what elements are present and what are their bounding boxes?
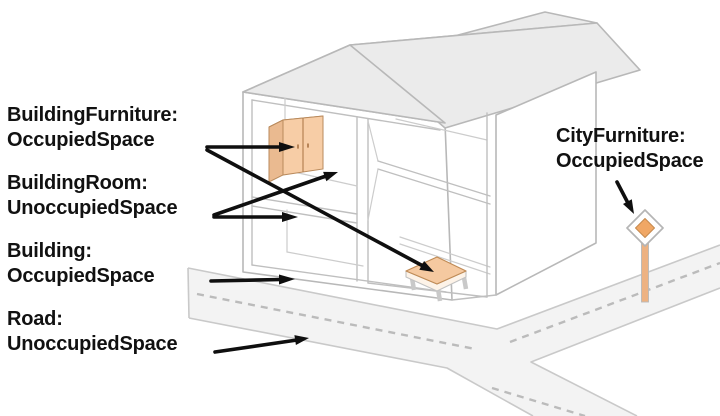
label-building-furniture-line2: OccupiedSpace <box>7 129 155 151</box>
table <box>405 256 469 302</box>
arrow-buildingfurniture-to-table <box>205 148 434 272</box>
label-building: Building: OccupiedSpace <box>7 239 155 289</box>
sign-post <box>641 242 649 303</box>
road-surface <box>188 245 720 416</box>
label-city-furniture-line1: CityFurniture: <box>556 125 686 147</box>
label-building-line1: Building: <box>7 240 92 262</box>
road-center-dash-main <box>196 292 476 351</box>
annotation-arrows <box>205 142 634 354</box>
road-center-dash-right <box>509 261 720 344</box>
label-road-line1: Road: <box>7 308 63 330</box>
arrow-road-to-road <box>213 335 309 354</box>
label-building-furniture: BuildingFurniture: OccupiedSpace <box>7 103 178 153</box>
traffic-sign <box>626 209 664 303</box>
building <box>242 11 641 302</box>
wardrobe <box>268 115 324 183</box>
label-building-room: BuildingRoom: UnoccupiedSpace <box>7 171 178 221</box>
roof-gable-face <box>242 44 446 124</box>
arrow-buildingroom-to-upper-room <box>212 171 338 217</box>
sign-diamond-inner <box>635 218 655 238</box>
label-city-furniture-line2: OccupiedSpace <box>556 150 704 172</box>
label-building-room-line1: BuildingRoom: <box>7 172 148 194</box>
building-right-wall <box>495 71 597 296</box>
label-building-furniture-line1: BuildingFurniture: <box>7 104 178 126</box>
label-city-furniture: CityFurniture: OccupiedSpace <box>556 124 704 174</box>
label-building-room-line2: UnoccupiedSpace <box>7 197 178 219</box>
arrow-building-to-wall <box>209 274 295 285</box>
label-road: Road: UnoccupiedSpace <box>7 307 178 357</box>
label-road-line2: UnoccupiedSpace <box>7 333 178 355</box>
arrow-buildingfurniture-to-wardrobe <box>205 142 295 152</box>
arrow-buildingroom-to-lower-room <box>212 212 298 222</box>
road-center-dash-branch <box>491 386 586 416</box>
arrow-cityfurniture-to-sign <box>615 180 634 214</box>
label-building-line2: OccupiedSpace <box>7 265 155 287</box>
